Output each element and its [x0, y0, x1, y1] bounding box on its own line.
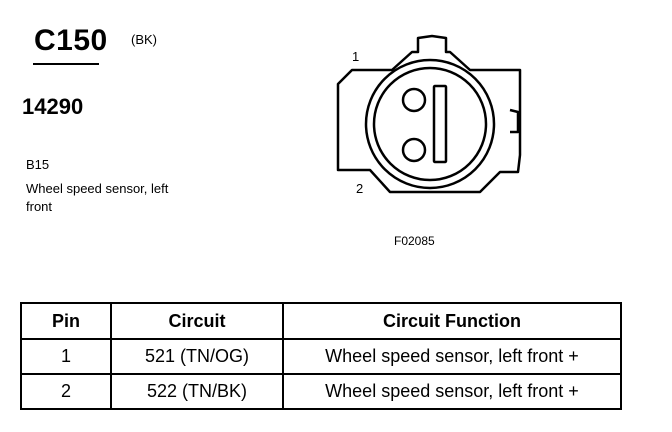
polarizing-key	[432, 84, 448, 164]
header-circuit-function: Circuit Function	[282, 302, 622, 340]
connector-housing-outline	[336, 34, 522, 194]
connector-id-underline	[33, 63, 99, 65]
pinout-table: Pin Circuit Circuit Function 1 521 (TN/O…	[20, 302, 622, 410]
component-code: B15	[26, 157, 50, 172]
part-number: 14290	[22, 94, 84, 119]
connector-lock-tab	[509, 108, 520, 134]
connector-face-outer-ring	[364, 58, 496, 190]
connector-color-code: (BK)	[131, 32, 157, 47]
header-pin: Pin	[20, 302, 112, 340]
cell-circuit: 521 (TN/OG)	[110, 338, 284, 375]
header-circuit: Circuit	[110, 302, 284, 340]
pin-cavity-2	[401, 137, 427, 163]
table-row: 2 522 (TN/BK) Wheel speed sensor, left f…	[20, 373, 622, 410]
connector-id: C150	[34, 24, 108, 57]
cell-pin: 2	[20, 373, 112, 410]
pin-cavity-1	[401, 87, 427, 113]
cell-circuit-function: Wheel speed sensor, left front +	[282, 338, 622, 375]
connector-face-inner-ring	[372, 66, 488, 182]
cell-pin: 1	[20, 338, 112, 375]
cell-circuit-function: Wheel speed sensor, left front +	[282, 373, 622, 410]
cell-circuit: 522 (TN/BK)	[110, 373, 284, 410]
pin-label-2: 2	[356, 181, 364, 196]
figure-number: F02085	[394, 234, 435, 248]
table-header-row: Pin Circuit Circuit Function	[20, 302, 622, 340]
pin-label-1: 1	[352, 49, 360, 64]
component-description: Wheel speed sensor, left front	[26, 181, 169, 214]
table-row: 1 521 (TN/OG) Wheel speed sensor, left f…	[20, 338, 622, 375]
